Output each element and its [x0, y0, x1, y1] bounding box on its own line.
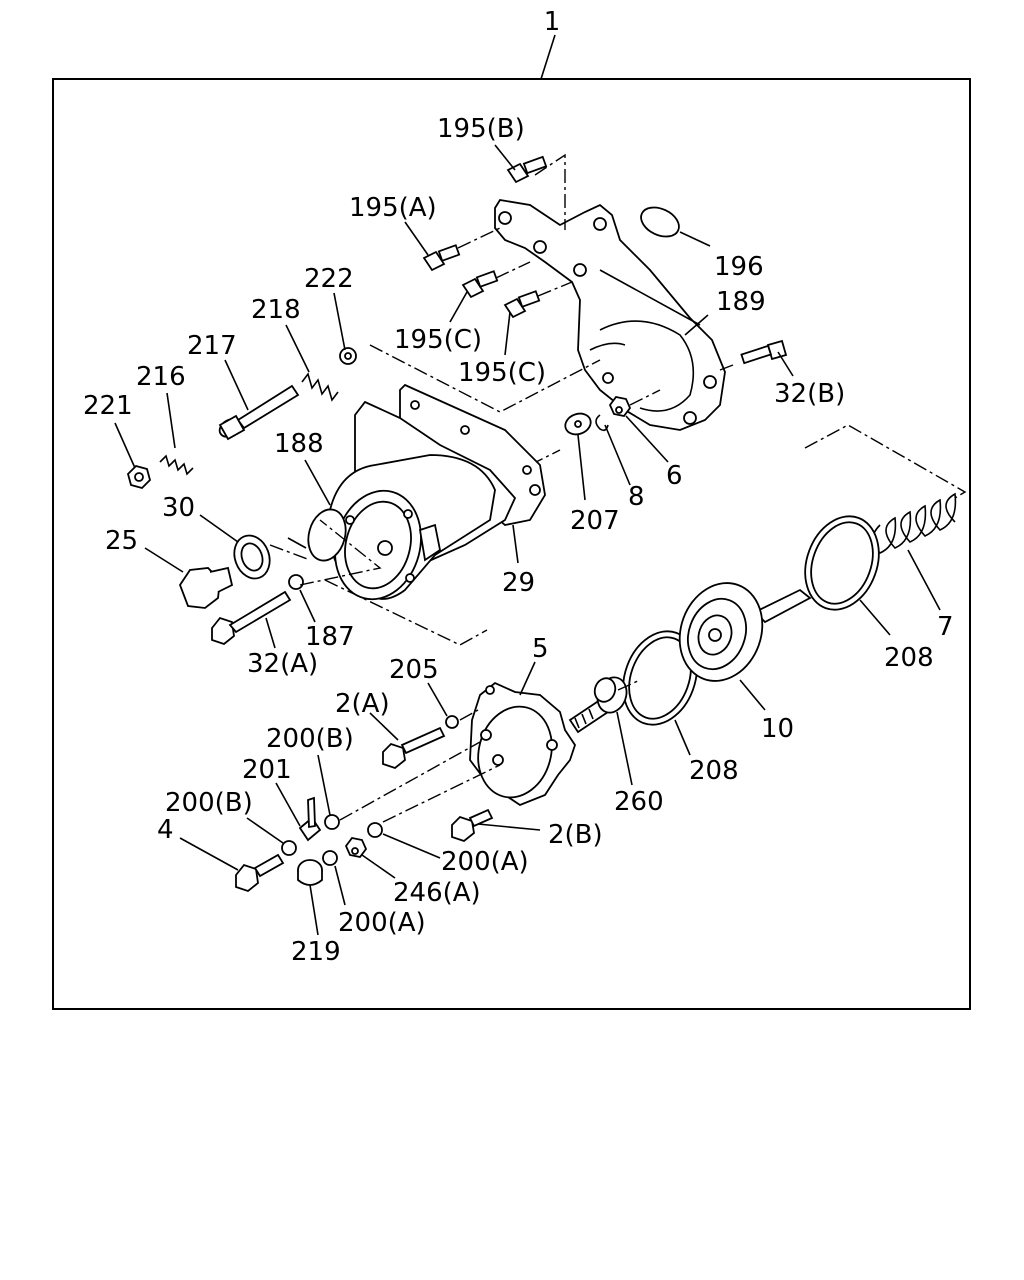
nut-221 [126, 464, 152, 490]
nut-6 [608, 396, 632, 417]
callout-195c-1: 195(C) [394, 325, 482, 355]
callout-218: 218 [251, 295, 301, 325]
callout-208-upper: 208 [884, 643, 934, 673]
callout-208-lower: 208 [689, 756, 739, 786]
bolt-195c-1 [461, 270, 499, 299]
screw-216 [159, 454, 194, 476]
bolt-32b [740, 339, 788, 365]
callout-222: 222 [304, 264, 354, 294]
nut-246a [344, 837, 368, 858]
callout-216: 216 [136, 362, 186, 392]
washer-205 [445, 715, 459, 729]
washer-207 [564, 412, 592, 436]
callout-5: 5 [532, 634, 549, 664]
callout-200b-2: 200(B) [165, 788, 253, 818]
leader-lines [114, 144, 941, 936]
bolt-32a [211, 590, 292, 646]
callout-labels: 195(B) 195(A) 196 189 195(C) 195(C) 222 … [83, 114, 954, 967]
bolt-2b [451, 808, 494, 843]
callout-200a-1: 200(A) [441, 847, 529, 877]
callout-2b: 2(B) [548, 820, 603, 850]
callout-7: 7 [937, 612, 954, 642]
spring-7 [871, 492, 957, 554]
callout-195b: 195(B) [437, 114, 525, 144]
assembly-frame [52, 78, 971, 1010]
cap-219 [297, 859, 323, 886]
callout-200a-2: 200(A) [338, 908, 426, 938]
bracket-189 [494, 199, 726, 431]
callout-25: 25 [105, 526, 138, 556]
callout-8: 8 [628, 482, 645, 512]
callout-219: 219 [291, 937, 341, 967]
spring-218 [301, 372, 339, 402]
assembly-number-label: 1 [544, 7, 561, 37]
callout-260: 260 [614, 787, 664, 817]
callout-207: 207 [570, 506, 620, 536]
callout-32b: 32(B) [774, 379, 845, 409]
fitting-201 [298, 796, 322, 842]
callout-195c-2: 195(C) [458, 358, 546, 388]
callout-187: 187 [305, 622, 355, 652]
washer-187 [288, 574, 304, 590]
callout-10: 10 [761, 714, 794, 744]
callout-217: 217 [187, 331, 237, 361]
bolt-2a [382, 726, 446, 770]
callout-32a: 32(A) [247, 649, 318, 679]
gasket-30 [233, 534, 271, 580]
callout-221: 221 [83, 391, 133, 421]
washer-200b-2 [281, 840, 297, 856]
callout-4: 4 [157, 815, 174, 845]
washer-200a-2 [322, 850, 338, 866]
callout-200b-1: 200(B) [266, 724, 354, 754]
callout-196: 196 [714, 252, 764, 282]
pin-217 [218, 384, 300, 441]
stem-260 [568, 676, 628, 734]
callout-201: 201 [242, 755, 292, 785]
oring-208-upper [804, 515, 880, 611]
plug-25 [178, 566, 234, 609]
callout-2a: 2(A) [335, 689, 390, 719]
piston-10 [678, 582, 812, 682]
callout-195a: 195(A) [349, 193, 437, 223]
callout-205: 205 [389, 655, 439, 685]
callout-6: 6 [666, 461, 683, 491]
oring-208-lower [622, 630, 698, 726]
callout-189: 189 [716, 287, 766, 317]
washer-200b-1 [324, 814, 340, 830]
gasket-196 [640, 206, 680, 238]
cover-5 [469, 681, 576, 807]
callout-30: 30 [162, 493, 195, 523]
callout-188: 188 [274, 429, 324, 459]
callout-246a: 246(A) [393, 878, 481, 908]
callout-29: 29 [502, 568, 535, 598]
bolt-4 [235, 853, 285, 893]
washer-200a-1 [367, 822, 383, 838]
housing-188 [307, 400, 517, 601]
bolt-195a [422, 244, 461, 272]
